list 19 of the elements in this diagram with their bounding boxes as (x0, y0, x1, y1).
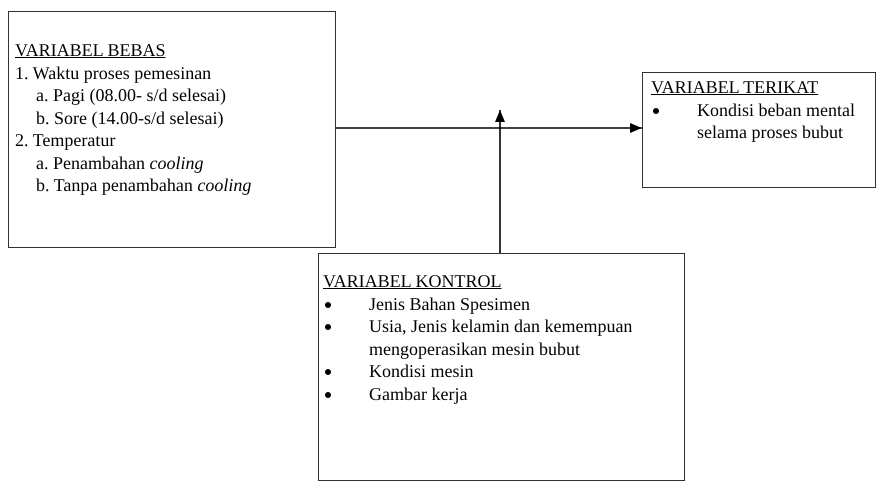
text-box (642, 72, 876, 188)
list-item: Jenis Bahan Spesimen (369, 294, 530, 314)
list-item: Usia, Jenis kelamin dan kemempuan mengoperasikan mesin bubut (369, 316, 632, 358)
list-item: 2. Temperatur (15, 130, 116, 150)
box-heading: VARIABEL BEBAS (15, 39, 167, 62)
list-item: 1. Waktu proses pemesinan (15, 62, 212, 82)
text-box (318, 253, 685, 481)
list-item: b. Sore (14.00-s/d selesai) (36, 108, 224, 128)
list-item: Gambar kerja (369, 384, 468, 404)
list-item: Kondisi beban mental selama proses bubut (697, 100, 855, 142)
arrow (495, 110, 505, 253)
text-box (8, 11, 336, 248)
list-item: Kondisi mesin (369, 361, 474, 381)
box-heading: VARIABEL KONTROL (323, 270, 502, 292)
box-heading: VARIABEL TERIKAT (651, 76, 820, 98)
list-item: b. Tanpa penambahan cooling (36, 175, 252, 195)
list-item: a. Pagi (08.00- s/d selesai) (36, 85, 226, 105)
list-item: a. Penambahan cooling (36, 152, 204, 172)
arrow (336, 123, 642, 133)
